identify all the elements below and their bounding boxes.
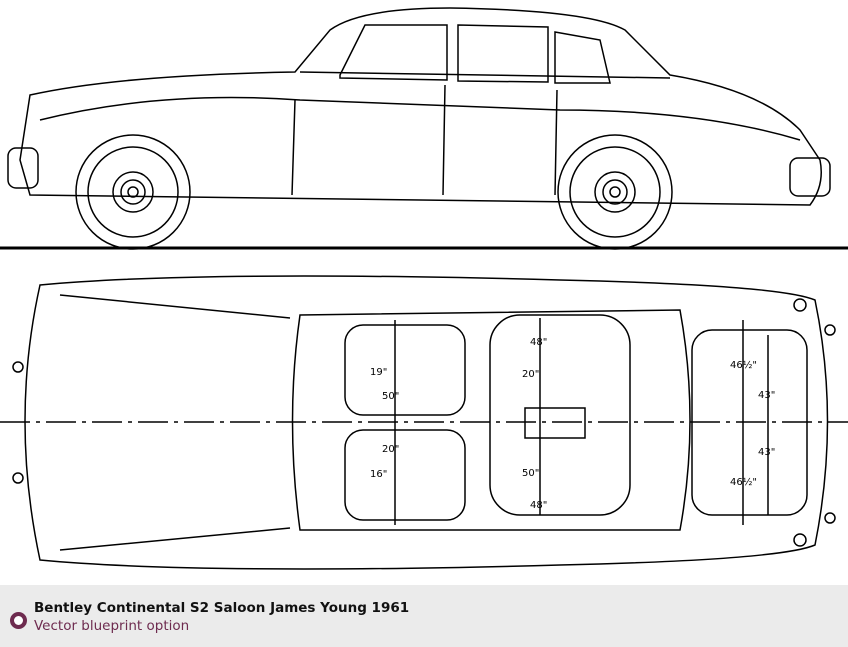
- radio-circle-icon[interactable]: [10, 612, 27, 629]
- top-view: [0, 275, 848, 570]
- dim-label: 48": [530, 337, 547, 348]
- dimension-labels: 19" 50" 20" 16" 48" 20" 50" 48" 46½" 43"…: [370, 337, 775, 511]
- caption-bar: [0, 585, 848, 647]
- dim-label: 16": [370, 469, 387, 480]
- dim-label: 19": [370, 367, 387, 378]
- dim-label: 48": [530, 500, 547, 511]
- caption-title: Bentley Continental S2 Saloon James Youn…: [34, 600, 410, 616]
- caption-subtitle[interactable]: Vector blueprint option: [34, 618, 190, 634]
- dim-label: 43": [758, 390, 775, 401]
- car-blueprint: 19" 50" 20" 16" 48" 20" 50" 48" 46½" 43"…: [0, 7, 848, 570]
- dim-label: 50": [522, 468, 539, 479]
- dim-label: 43": [758, 447, 775, 458]
- dim-label: 46½": [730, 359, 757, 371]
- dim-label: 50": [382, 391, 399, 402]
- dim-label: 46½": [730, 476, 757, 488]
- dim-label: 20": [522, 369, 539, 380]
- dim-label: 20": [382, 444, 399, 455]
- side-view: [0, 7, 848, 250]
